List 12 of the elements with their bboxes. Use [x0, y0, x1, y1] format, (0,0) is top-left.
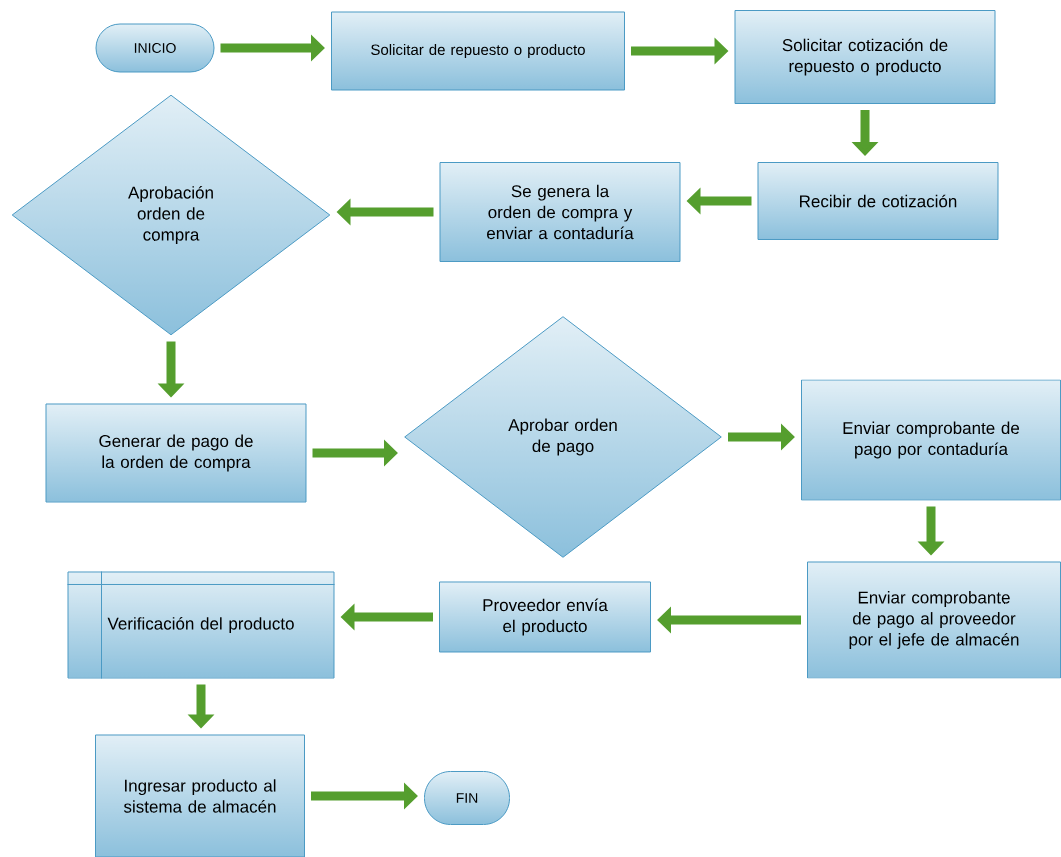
- subprocess-box: Verificación del producto: [67, 571, 335, 679]
- process-box: Enviar comprobante de pago por contaduría: [801, 379, 1061, 501]
- process-box: Ingresar producto al sistema de almacén: [95, 734, 305, 857]
- process-box: Enviar comprobante de pago al proveedor por el jefe de almacén: [807, 561, 1061, 679]
- process-box: Generar de pago de la orden de compra: [45, 403, 307, 503]
- process-box: Se genera la orden de compra y enviar a contaduría: [439, 162, 681, 262]
- terminal-box: INICIO: [95, 23, 215, 73]
- process-box: Solicitar de repuesto o producto: [331, 11, 625, 91]
- process-box: Solicitar cotización de repuesto o producto: [734, 10, 996, 104]
- process-box: Proveedor envía el producto: [439, 581, 651, 653]
- process-box: Recibir de cotización: [757, 162, 999, 240]
- terminal-box: FIN: [424, 771, 510, 825]
